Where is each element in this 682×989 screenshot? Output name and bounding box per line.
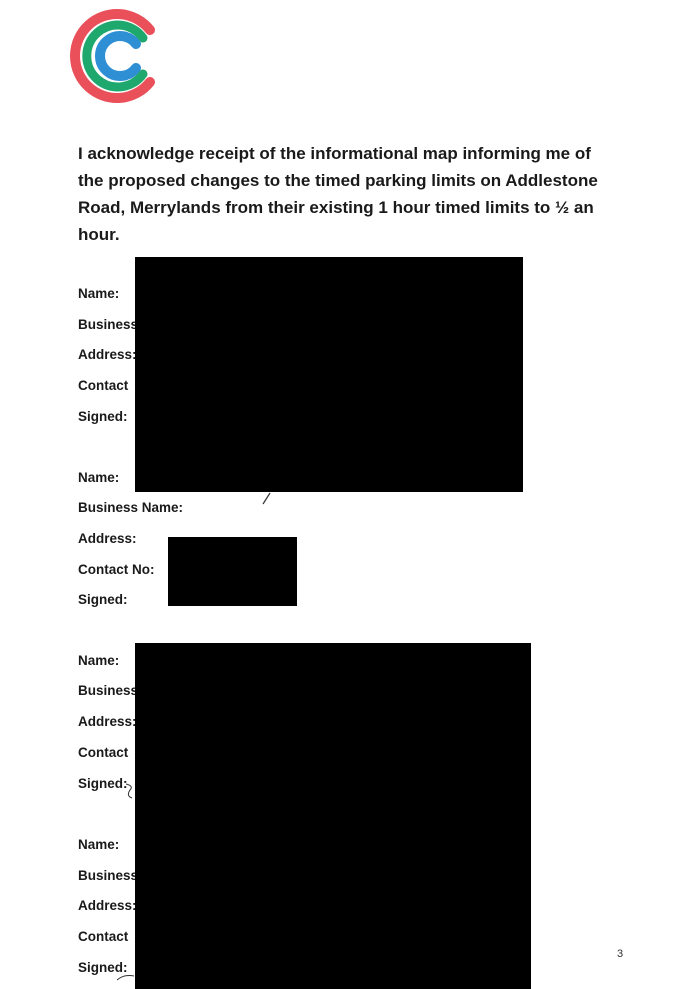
business-label: Business	[78, 868, 139, 883]
signed-label: Signed:	[78, 409, 128, 424]
page-number: 3	[617, 948, 624, 960]
business-label: Business	[78, 683, 139, 698]
contact-label: Contact	[78, 378, 129, 393]
name-label: Name:	[78, 286, 120, 301]
signed-label: Signed:	[78, 776, 128, 791]
signature-mark	[116, 975, 135, 981]
signature-mark	[262, 492, 271, 505]
address-label: Address:	[78, 714, 137, 729]
name-label: Name:	[78, 837, 120, 852]
signature-mark	[125, 783, 133, 799]
redaction-block	[135, 257, 523, 492]
address-label: Address:	[78, 898, 137, 913]
signed-label: Signed:	[78, 592, 128, 607]
address-label: Address:	[78, 347, 137, 362]
name-label: Name:	[78, 653, 120, 668]
name-label: Name:	[78, 470, 120, 485]
redaction-block	[168, 537, 297, 606]
contact-label: Contact	[78, 929, 129, 944]
business-label: Business	[78, 317, 139, 332]
council-logo	[70, 9, 155, 103]
address-label: Address:	[78, 531, 137, 546]
redaction-block	[135, 643, 531, 989]
business-label: Business Name:	[78, 500, 184, 515]
contact-label: Contact	[78, 745, 129, 760]
acknowledgement-text: I acknowledge receipt of the information…	[78, 144, 598, 244]
contact-label: Contact No:	[78, 562, 155, 577]
signed-label: Signed:	[78, 960, 128, 975]
